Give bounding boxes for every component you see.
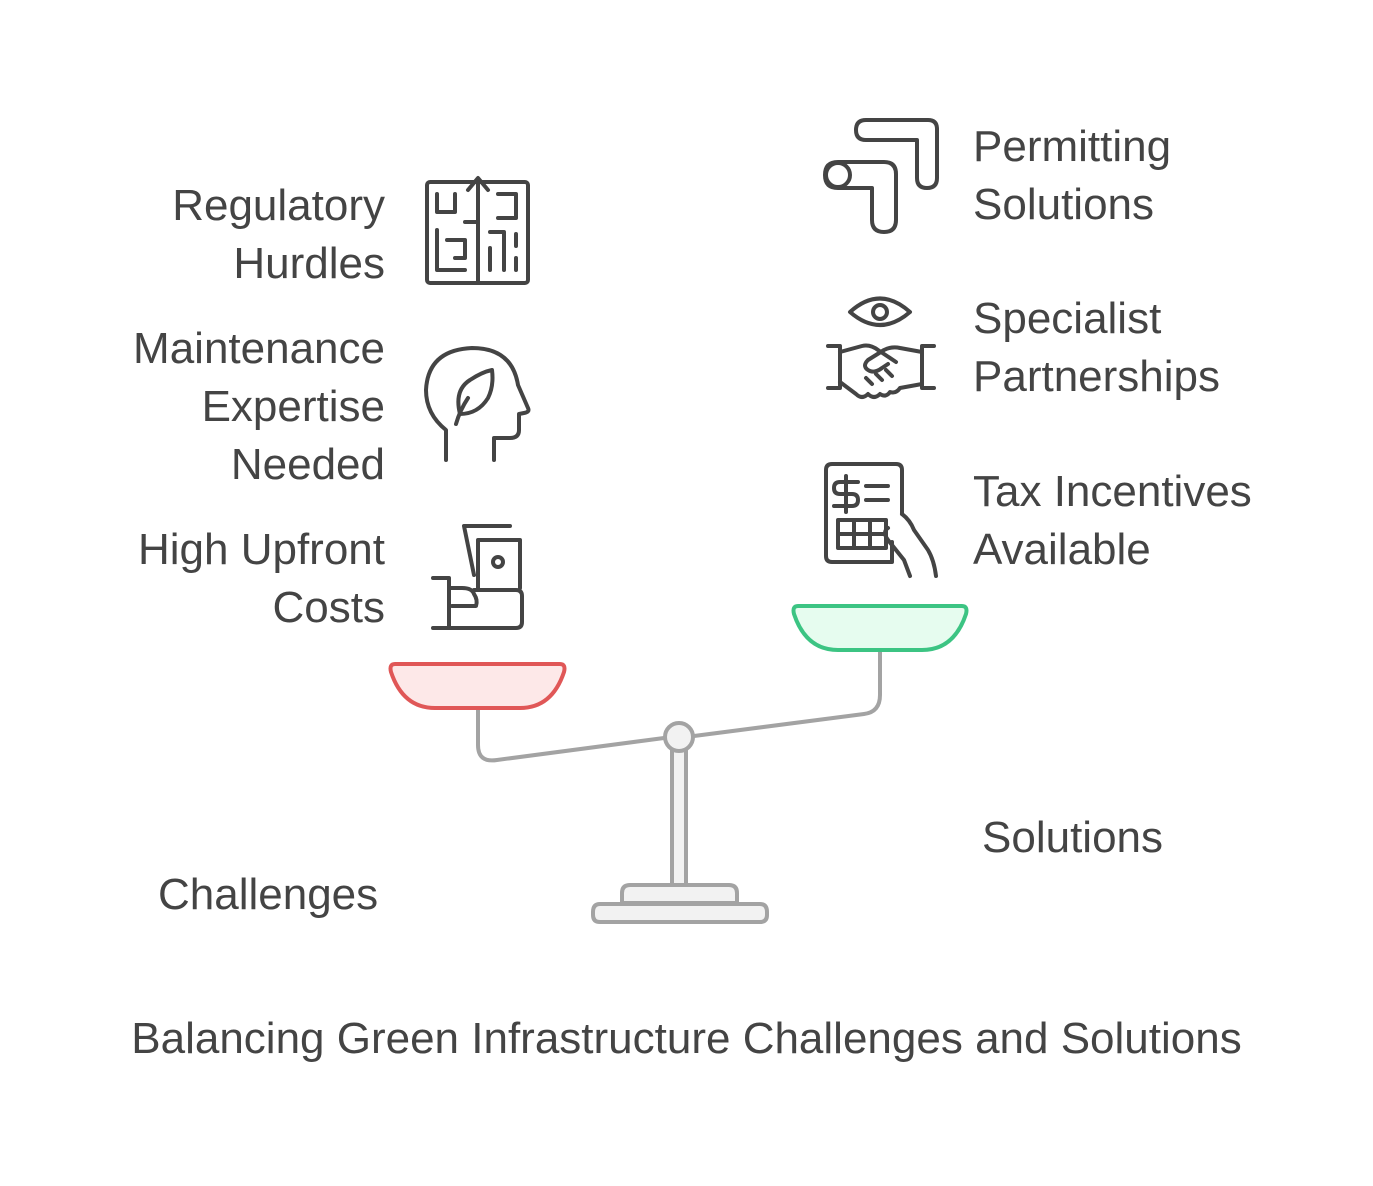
label-line: Tax Incentives [973, 467, 1252, 516]
label-line: Needed [230, 440, 385, 489]
scale-base [591, 883, 769, 924]
scale-pole [670, 743, 688, 887]
head-leaf-icon [424, 346, 531, 462]
label-line: Specialist [973, 294, 1162, 343]
tax-calculator-icon [824, 462, 938, 578]
label-line: Expertise [201, 382, 385, 431]
solution-label-permitting-solutions: Permitting Solutions [973, 118, 1171, 234]
label-line: Solutions [973, 180, 1155, 229]
label-line: Maintenance [133, 324, 385, 373]
label-line: Available [973, 525, 1151, 574]
scale-pivot [663, 721, 695, 753]
challenges-pan [388, 662, 567, 710]
diagram-title: Balancing Green Infrastructure Challenge… [131, 1014, 1242, 1063]
solution-label-specialist-partnerships: Specialist Partnerships [973, 290, 1220, 406]
pipe-path-icon [823, 118, 939, 234]
label-line: High Upfront [137, 525, 385, 574]
solution-label-tax-incentives: Tax Incentives Available [973, 463, 1252, 579]
solutions-group-label: Solutions [982, 813, 1164, 862]
solutions-pan [791, 604, 969, 652]
challenge-label-high-upfront-costs: High Upfront Costs [138, 521, 385, 637]
label-line: Partnerships [973, 352, 1221, 401]
label-line: Costs [272, 583, 385, 632]
label-line: Permitting [973, 122, 1172, 171]
maze-icon [425, 176, 530, 285]
challenge-label-maintenance-expertise: Maintenance Expertise Needed [133, 320, 385, 494]
label-line: Hurdles [233, 239, 385, 288]
challenge-label-regulatory-hurdles: Regulatory Hurdles [172, 177, 385, 293]
scale-beam [476, 648, 882, 763]
label-line: Regulatory [172, 181, 385, 230]
handshake-eye-icon [826, 296, 936, 399]
challenges-group-label: Challenges [158, 870, 379, 919]
hand-money-icon [431, 524, 524, 630]
